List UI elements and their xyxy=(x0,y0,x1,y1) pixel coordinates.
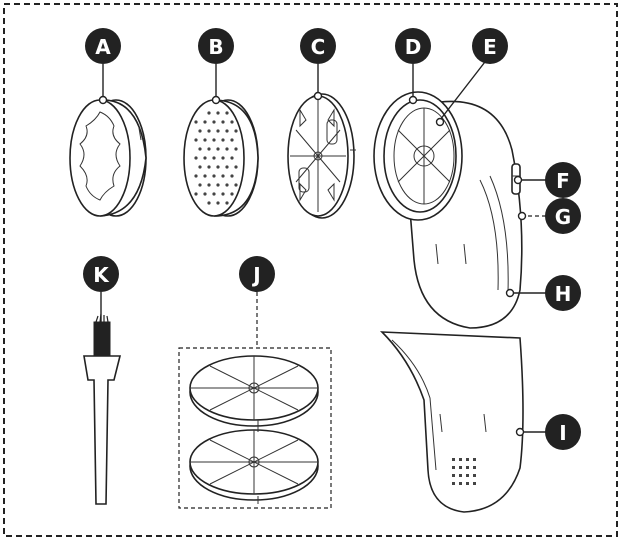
label-badge-j: J xyxy=(239,256,275,292)
part-c-blade-disc-illustration xyxy=(287,93,356,219)
label-b-text: B xyxy=(208,35,223,59)
label-badge-e: E xyxy=(472,28,508,64)
label-k-text: K xyxy=(93,263,110,287)
leader-lines xyxy=(98,57,546,437)
label-badge-c: C xyxy=(300,28,336,64)
label-badge-a: A xyxy=(85,28,121,64)
part-a-cap-illustration xyxy=(69,99,147,217)
main-body-illustration xyxy=(373,91,523,329)
part-i-container-illustration xyxy=(379,331,524,513)
part-b-mesh-screen-illustration xyxy=(183,99,259,217)
label-badge-i: I xyxy=(545,414,581,450)
label-a-text: A xyxy=(95,35,111,59)
label-badge-d: D xyxy=(395,28,431,64)
part-j-dashed-box xyxy=(178,347,332,509)
label-g-text: G xyxy=(555,205,571,229)
label-badge-k: K xyxy=(83,256,119,292)
part-j-spare-blades-illustration xyxy=(178,347,332,509)
outer-dashed-frame xyxy=(3,3,618,537)
label-c-text: C xyxy=(311,35,326,59)
label-i-text: I xyxy=(559,421,566,445)
label-badge-g: G xyxy=(545,198,581,234)
label-j-text: J xyxy=(251,263,260,287)
label-d-text: D xyxy=(405,35,422,59)
label-h-text: H xyxy=(555,282,572,306)
label-badge-h: H xyxy=(545,275,581,311)
label-badge-b: B xyxy=(198,28,234,64)
label-f-text: F xyxy=(556,169,570,193)
part-k-brush-illustration xyxy=(83,313,122,505)
label-badge-f: F xyxy=(545,162,581,198)
label-e-text: E xyxy=(483,35,497,59)
